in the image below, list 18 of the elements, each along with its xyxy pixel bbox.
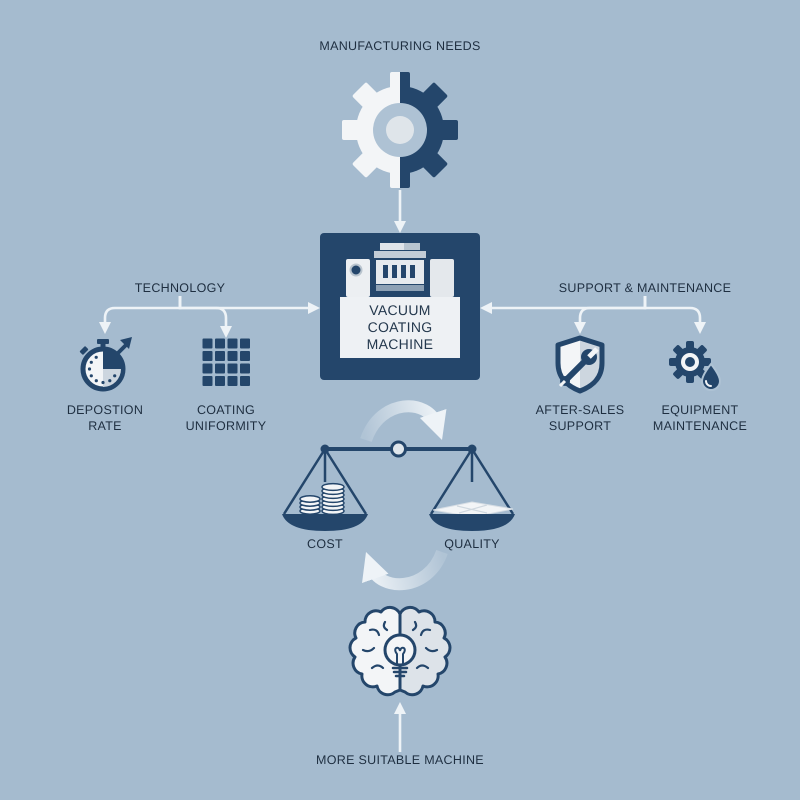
node-label: SUPPORT & MAINTENANCE [558,280,732,296]
node-label: AFTER-SALES SUPPORT [535,402,625,434]
node-label: MANUFACTURING NEEDS [318,38,482,54]
node-label: TECHNOLOGY [134,280,226,296]
node-label: COATING UNIFORMITY [185,402,267,434]
arrow [394,190,406,233]
arrow [178,296,232,338]
name-plate: VACUUM COATING MACHINE [340,297,460,358]
curved-arrow [364,550,448,590]
node-label: MORE SUITABLE MACHINE [316,752,484,768]
node-label: DEPOSTION RATE [66,402,144,434]
node-label: COST [306,536,344,552]
node-label: EQUIPMENT MAINTENANCE [652,402,748,434]
curved-arrow [360,400,444,442]
arrow [394,702,406,752]
arrow [644,296,706,334]
machine-box [320,233,480,380]
node-label: QUALITY [444,536,500,552]
